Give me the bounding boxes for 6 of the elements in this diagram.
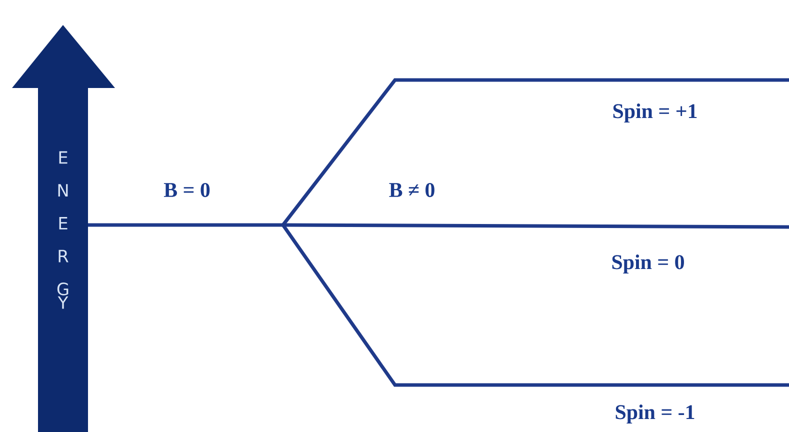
level-label: Spin = 0	[612, 254, 684, 274]
level-label: B = 0	[164, 182, 210, 198]
level-label: Spin = -1	[616, 404, 694, 424]
axis-label: ENERGY	[57, 151, 68, 309]
level-label: Spin = +1	[613, 104, 697, 122]
level-label: B ≠ 0	[389, 182, 434, 198]
